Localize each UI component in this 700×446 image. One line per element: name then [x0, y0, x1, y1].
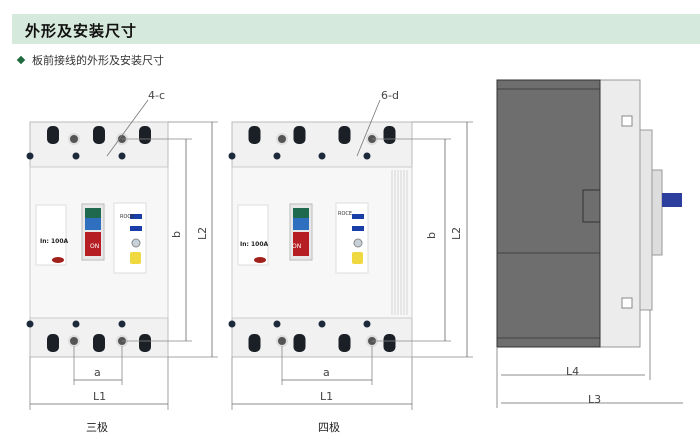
handle-on	[293, 232, 309, 256]
dim-l3-label: L3	[588, 393, 601, 406]
test-button	[130, 252, 141, 264]
screw-icon	[26, 152, 34, 160]
handle-toggle	[85, 218, 101, 230]
setting-switch	[352, 226, 364, 231]
side-cover	[599, 79, 641, 348]
terminal-bottom	[139, 334, 151, 352]
terminal-top	[47, 126, 59, 144]
terminal-top	[293, 126, 306, 144]
screw-icon	[228, 320, 236, 328]
terminal-bottom	[93, 334, 105, 352]
screw-icon	[228, 152, 236, 160]
dim-b-label: b	[425, 232, 438, 239]
section-header: 外形及安装尺寸	[12, 14, 700, 44]
side-screw	[621, 297, 633, 309]
screw-icon	[273, 320, 281, 328]
terminal-top	[338, 126, 351, 144]
hole-label: 6-d	[381, 89, 399, 102]
side-screw	[621, 115, 633, 127]
dim-l2-label: L2	[450, 227, 463, 240]
leader-line	[356, 99, 381, 157]
brand-label: ROCE	[338, 211, 352, 217]
mounting-hole	[276, 133, 288, 145]
setting-switch	[352, 214, 364, 219]
screw-icon	[118, 320, 126, 328]
subtitle: 板前接线的外形及安装尺寸	[16, 52, 164, 68]
side-latch	[582, 189, 601, 223]
screw-icon	[273, 152, 281, 160]
test-button	[352, 252, 363, 264]
mounting-hole	[276, 335, 288, 347]
screw-icon	[72, 152, 80, 160]
setting-switch	[130, 226, 142, 231]
screw-icon	[118, 152, 126, 160]
screw-icon	[72, 320, 80, 328]
four-pole-breaker-drawing	[228, 99, 473, 410]
test-indicator	[254, 257, 266, 263]
subtitle-text: 板前接线的外形及安装尺寸	[32, 54, 164, 67]
test-indicator	[52, 257, 64, 263]
rating-label: In: 100A	[40, 238, 69, 245]
knob	[131, 238, 141, 248]
terminal-top	[248, 126, 261, 144]
rating-plate	[35, 204, 67, 266]
side-handle	[662, 193, 682, 207]
dim-b-label: b	[170, 231, 183, 238]
handle-on	[85, 232, 101, 256]
terminal-bottom	[248, 334, 261, 352]
dim-l1-label: L1	[93, 390, 106, 403]
dim-l4-label: L4	[566, 365, 579, 378]
rating-label: In: 100A	[240, 241, 269, 248]
screw-icon	[318, 320, 326, 328]
dim-l1-label: L1	[320, 390, 333, 403]
screw-icon	[26, 320, 34, 328]
switch-label: ON	[90, 243, 99, 250]
section-title: 外形及安装尺寸	[25, 22, 138, 40]
mounting-hole	[68, 133, 80, 145]
dim-a-label: a	[323, 366, 330, 379]
screw-icon	[318, 152, 326, 160]
handle-toggle	[293, 218, 309, 230]
terminal-top	[139, 126, 151, 144]
side-front	[639, 129, 653, 311]
three-pole-breaker-drawing	[26, 99, 218, 410]
caption-four-pole: 四极	[318, 420, 340, 434]
terminal-top	[383, 126, 396, 144]
switch-label: ON	[292, 243, 301, 250]
screw-icon	[363, 152, 371, 160]
caption-three-pole: 三极	[86, 420, 108, 434]
setting-switch	[130, 214, 142, 219]
terminal-bottom	[47, 334, 59, 352]
hole-label: 4-c	[148, 89, 165, 102]
brand-label: ROCE	[120, 214, 134, 220]
dim-l2-label: L2	[196, 227, 209, 240]
screw-icon	[363, 320, 371, 328]
leader-line	[106, 99, 149, 157]
side-view-drawing	[496, 79, 683, 408]
side-handle-base	[651, 169, 663, 256]
rating-plate	[237, 204, 269, 266]
terminal-bottom	[293, 334, 306, 352]
dim-a-label: a	[94, 366, 101, 379]
knob	[353, 238, 363, 248]
terminal-bottom	[383, 334, 396, 352]
terminal-top	[93, 126, 105, 144]
terminal-bottom	[338, 334, 351, 352]
mounting-hole	[68, 335, 80, 347]
